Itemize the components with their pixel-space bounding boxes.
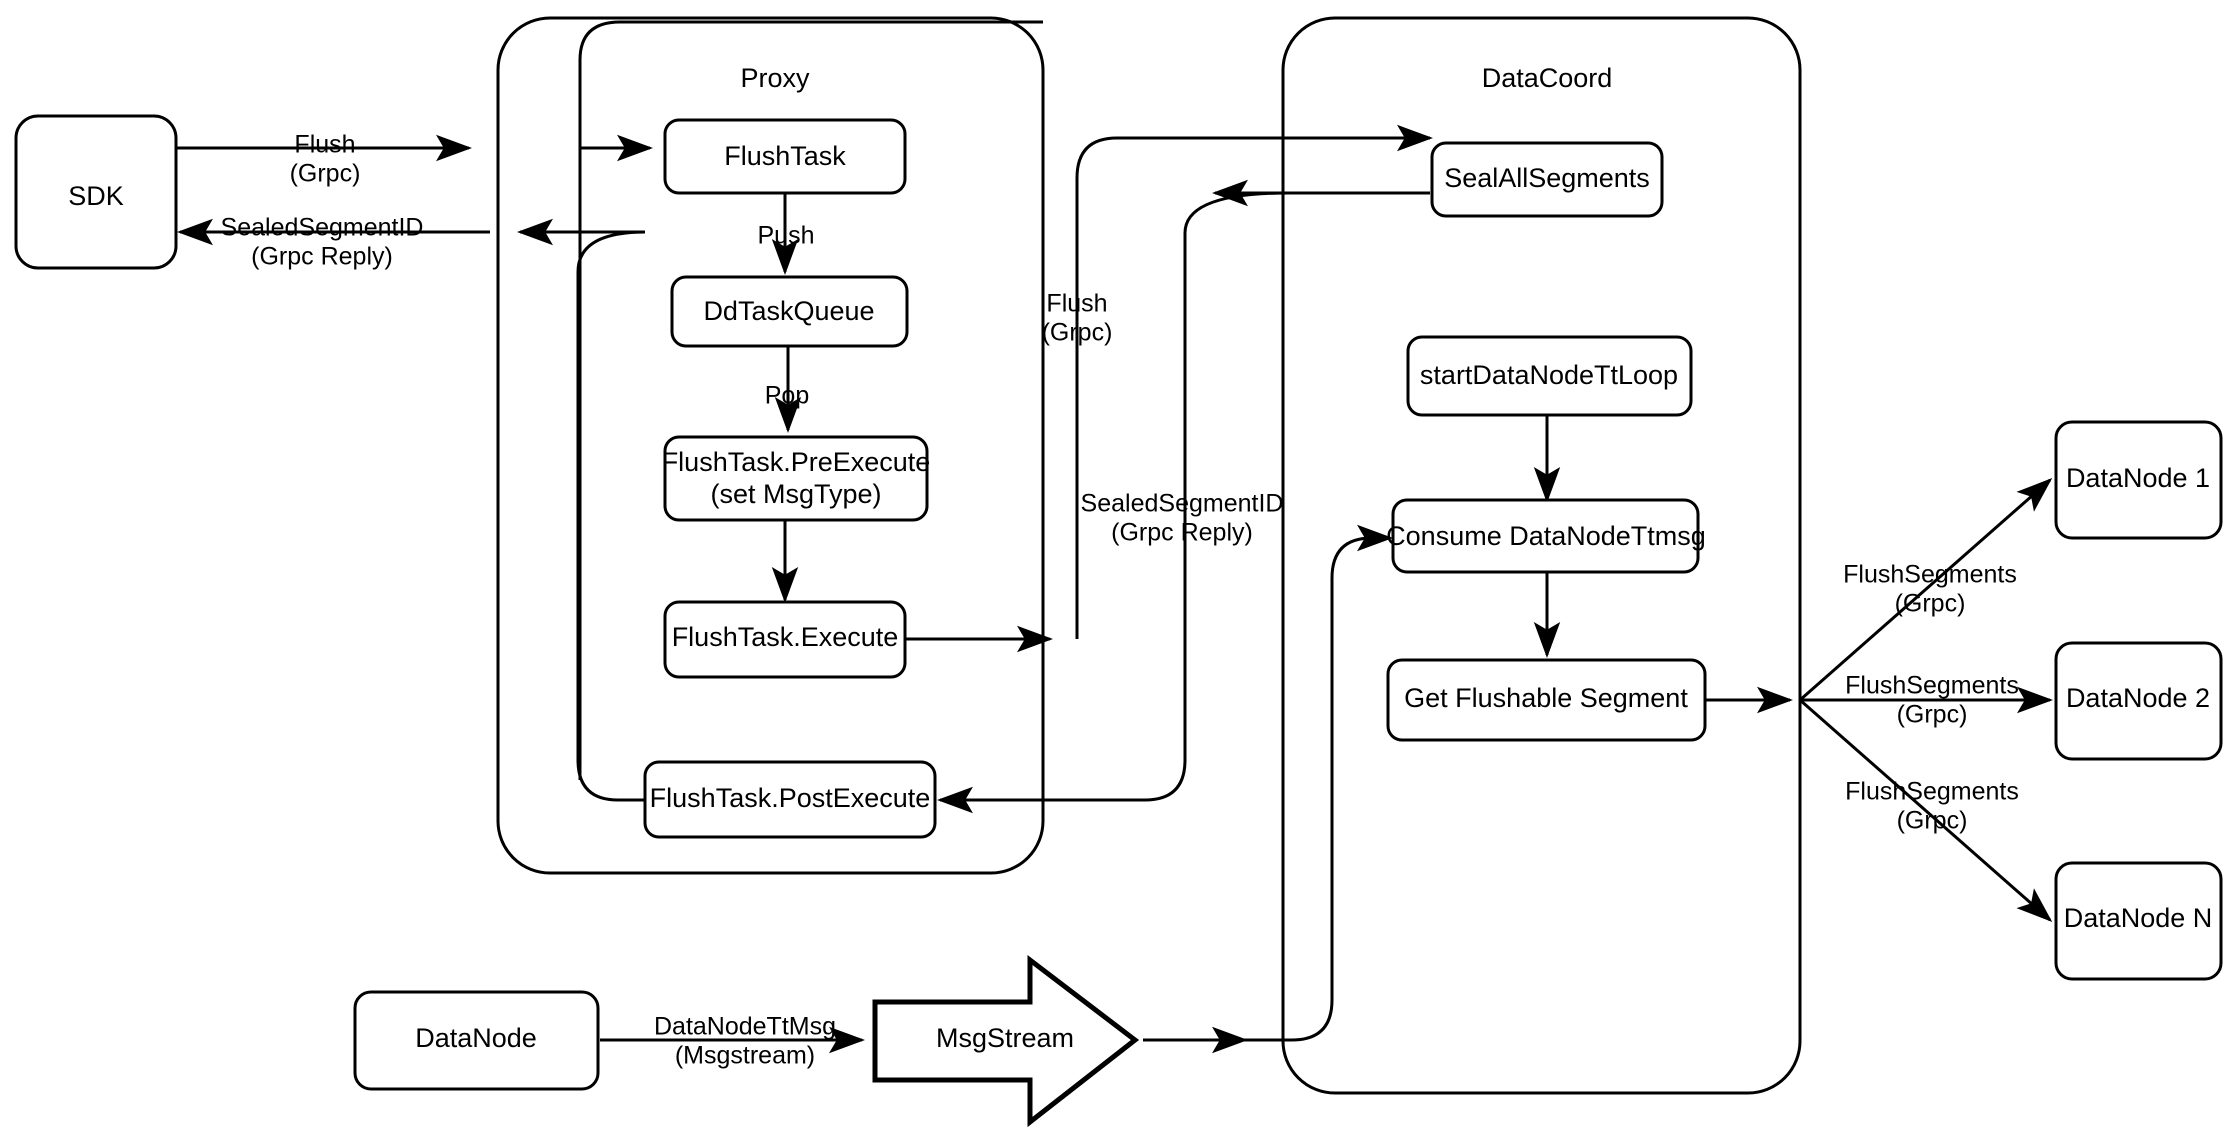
label-push: Push xyxy=(758,222,815,250)
datanode-source-label: DataNode xyxy=(415,1023,537,1053)
edge-sealall-reply-path xyxy=(937,191,1289,814)
label-flush-segments-n: FlushSegments (Grpc) xyxy=(1845,778,2019,835)
sdk-box[interactable] xyxy=(14,114,178,270)
datacoord-container-outline xyxy=(1281,16,1802,1095)
edge-flushriser-vertical xyxy=(1075,136,1230,639)
node-seal-all-segments[interactable]: SealAllSegments xyxy=(1430,141,1664,218)
node-flush-task-post-execute[interactable]: FlushTask.PostExecute xyxy=(643,760,937,839)
label-flush-segments-1: FlushSegments (Grpc) xyxy=(1843,561,2017,618)
edge-junction-to-datanoden xyxy=(1799,698,2053,922)
execute-label: FlushTask.Execute xyxy=(672,622,899,652)
label-flush-segments-2: FlushSegments (Grpc) xyxy=(1845,672,2019,729)
getflushablesegment-box[interactable] xyxy=(1386,658,1707,742)
edge-postexecute-return-path xyxy=(576,230,646,802)
node-flush-task-pre-execute[interactable]: FlushTask.PreExecute (set MsgType) xyxy=(662,435,931,522)
startdatanodettloop-label: startDataNodeTtLoop xyxy=(1420,360,1678,390)
preexecute-label-line2: (set MsgType) xyxy=(710,479,881,509)
node-get-flushable-segment[interactable]: Get Flushable Segment xyxy=(1386,658,1707,742)
datanode2-label: DataNode 2 xyxy=(2066,683,2210,713)
proxy-to-datacoord-line1: Flush xyxy=(1046,290,1107,318)
flushtask-box[interactable] xyxy=(663,118,907,195)
node-consume-datanode-ttmsg[interactable]: Consume DataNodeTtmsg xyxy=(1386,498,1706,574)
label-datanode-ttmsg: DataNodeTtMsg (Msgstream) xyxy=(654,1013,836,1070)
proxy-to-datacoord-line2: (Grpc) xyxy=(1042,319,1113,347)
consumedatanodettmsg-label: Consume DataNodeTtmsg xyxy=(1386,521,1706,551)
edge-ttmsg-riser-to-consume xyxy=(1290,524,1393,1042)
node-start-datanode-tt-loop[interactable]: startDataNodeTtLoop xyxy=(1406,335,1693,417)
sealallsegments-label: SealAllSegments xyxy=(1444,163,1650,193)
node-datanode-source[interactable]: DataNode xyxy=(353,990,600,1091)
preexecute-label-line1: FlushTask.PreExecute xyxy=(662,447,931,477)
node-datanode-2[interactable]: DataNode 2 xyxy=(2054,641,2223,761)
datanode-source-box[interactable] xyxy=(353,990,600,1091)
node-flush-task[interactable]: FlushTask xyxy=(663,118,907,195)
datanode1-box[interactable] xyxy=(2054,420,2223,540)
label-proxy-to-sdk: SealedSegmentID (Grpc Reply) xyxy=(221,214,424,271)
flush-segments-1-line2: (Grpc) xyxy=(1895,590,1966,618)
flush-segments-1-line1: FlushSegments xyxy=(1843,561,2017,589)
ddtaskqueue-label: DdTaskQueue xyxy=(703,296,874,326)
datanode1-label: DataNode 1 xyxy=(2066,463,2210,493)
label-sdk-to-proxy: Flush (Grpc) xyxy=(290,131,361,188)
edge-junction-to-datanode1 xyxy=(1799,478,2053,702)
datanode-ttmsg-line1: DataNodeTtMsg xyxy=(654,1013,836,1041)
execute-box[interactable] xyxy=(663,600,907,679)
node-datanode-n[interactable]: DataNode N xyxy=(2054,861,2223,981)
preexecute-box[interactable] xyxy=(663,435,929,522)
flush-segments-2-line1: FlushSegments xyxy=(1845,672,2019,700)
flush-segments-n-line1: FlushSegments xyxy=(1845,778,2019,806)
msgstream-label: MsgStream xyxy=(936,1023,1074,1053)
sdk-to-proxy-line2: (Grpc) xyxy=(290,160,361,188)
label-proxy-to-datacoord: Flush (Grpc) xyxy=(1042,290,1113,347)
container-proxy: Proxy xyxy=(496,16,1045,875)
ddtaskqueue-box[interactable] xyxy=(670,275,909,348)
container-datacoord: DataCoord xyxy=(1281,16,1802,1095)
edge-proxy-bus-top-curve xyxy=(578,20,1043,61)
flush-segments-n-line2: (Grpc) xyxy=(1897,807,1968,835)
node-dd-task-queue[interactable]: DdTaskQueue xyxy=(670,275,909,348)
startdatanodettloop-box[interactable] xyxy=(1406,335,1693,417)
proxy-to-sdk-line1: SealedSegmentID xyxy=(221,214,424,242)
datacoord-container-label: DataCoord xyxy=(1482,63,1613,93)
datacoord-to-proxy-line2: (Grpc Reply) xyxy=(1111,519,1253,547)
node-sdk[interactable]: SDK xyxy=(14,114,178,270)
proxy-container-label: Proxy xyxy=(740,63,810,93)
node-datanode-1[interactable]: DataNode 1 xyxy=(2054,420,2223,540)
sdk-to-proxy-line1: Flush xyxy=(294,131,355,159)
sdk-label: SDK xyxy=(68,181,124,211)
label-datacoord-to-proxy: SealedSegmentID (Grpc Reply) xyxy=(1081,490,1284,547)
datacoord-to-proxy-line1: SealedSegmentID xyxy=(1081,490,1284,518)
datanode2-box[interactable] xyxy=(2054,641,2223,761)
sealallsegments-box[interactable] xyxy=(1430,141,1664,218)
proxy-container-outline xyxy=(496,16,1045,875)
consumedatanodettmsg-box[interactable] xyxy=(1391,498,1700,574)
datanoden-label: DataNode N xyxy=(2064,903,2213,933)
proxy-to-sdk-line2: (Grpc Reply) xyxy=(251,243,393,271)
datanode-ttmsg-line2: (Msgstream) xyxy=(675,1042,815,1070)
msgstream-arrow-shape[interactable] xyxy=(872,954,1140,1128)
flush-segments-2-line2: (Grpc) xyxy=(1897,701,1968,729)
node-flush-task-execute[interactable]: FlushTask.Execute xyxy=(663,600,907,679)
getflushablesegment-label: Get Flushable Segment xyxy=(1404,683,1688,713)
node-msgstream[interactable]: MsgStream xyxy=(872,954,1140,1128)
flushtask-label: FlushTask xyxy=(724,141,846,171)
postexecute-box[interactable] xyxy=(643,760,937,839)
label-pop: Pop xyxy=(765,382,809,410)
datanoden-box[interactable] xyxy=(2054,861,2223,981)
postexecute-label: FlushTask.PostExecute xyxy=(650,783,931,813)
